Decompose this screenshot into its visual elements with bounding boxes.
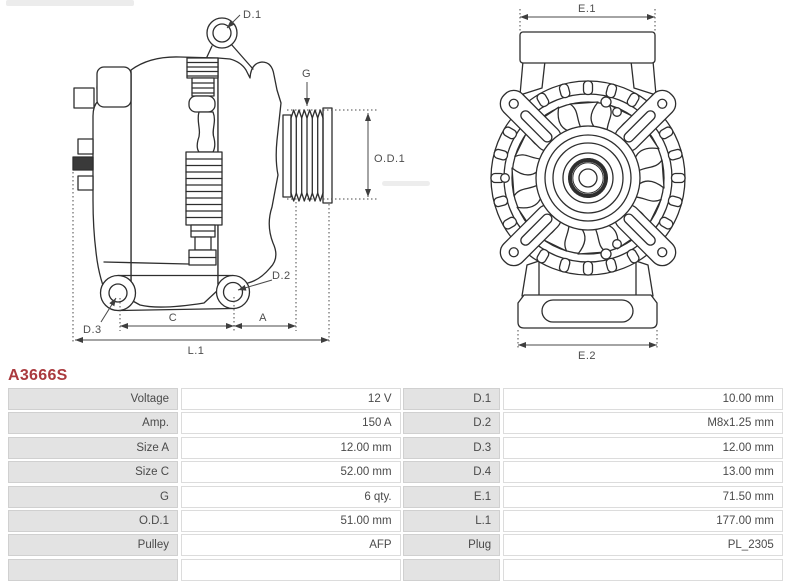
dim-label-e1: E.1: [578, 3, 596, 15]
spec-label-cell: Amp.: [8, 412, 178, 435]
leader-d2: [237, 279, 273, 291]
spec-label-cell: Size C: [8, 461, 178, 484]
spec-value-cell: 12.00 mm: [502, 436, 783, 459]
spec-value-cell: 13.00 mm: [502, 461, 783, 484]
shaft-hub: [535, 125, 641, 231]
dim-label-d1: D.1: [243, 9, 262, 21]
leader-d1: [226, 14, 241, 29]
spec-label-cell: E.1: [403, 485, 501, 508]
spec-label-cell: Pulley: [8, 534, 178, 557]
table-row: Pulley AFP Plug PL_2305: [8, 534, 783, 557]
spec-label-cell: L.1: [403, 509, 501, 532]
spec-value-cell: 150 A: [180, 412, 401, 435]
dim-label-g: G: [302, 68, 311, 80]
spec-label-cell: Plug: [403, 534, 501, 557]
spec-table: Voltage 12 V D.1 10.00 mm Amp. 150 A D.2…: [8, 388, 783, 583]
front-view-diagram: E.1 E.2: [490, 3, 686, 362]
terminal-lower: [77, 175, 94, 191]
spec-value-cell: PL_2305: [502, 534, 783, 557]
leader-d3: [100, 297, 117, 323]
vent-holes: [500, 96, 622, 260]
bracket-slot: [541, 299, 634, 323]
rear-top-boss: [96, 66, 132, 108]
terminal-block: [73, 87, 95, 109]
side-view-diagram: D.1 G O.D.1 D.2 D.3 C A L.1: [72, 9, 405, 357]
spec-label-cell: D.1: [403, 388, 501, 410]
table-row: O.D.1 51.00 mm L.1 177.00 mm: [8, 509, 783, 532]
spec-value-cell: [502, 558, 783, 581]
pulley: [282, 107, 333, 204]
dim-label-a: A: [259, 312, 267, 324]
spec-label-cell: [403, 558, 501, 581]
spec-label-cell: [8, 558, 178, 581]
spec-value-cell: 71.50 mm: [502, 485, 783, 508]
table-row: Voltage 12 V D.1 10.00 mm: [8, 388, 783, 410]
watermark-remnant: [6, 0, 134, 6]
spec-label-cell: D.4: [403, 461, 501, 484]
dim-label-l1: L.1: [188, 345, 205, 357]
spec-label-cell: O.D.1: [8, 509, 178, 532]
front-bracket: [217, 57, 282, 285]
spec-value-cell: 12.00 mm: [180, 436, 401, 459]
bottom-bracket: [517, 260, 658, 329]
spec-value-cell: 177.00 mm: [502, 509, 783, 532]
connector-plug-dark: [72, 156, 94, 171]
spec-label-cell: G: [8, 485, 178, 508]
spec-value-cell: 52.00 mm: [180, 461, 401, 484]
table-row-clipped: [8, 558, 783, 581]
spec-value-cell: 51.00 mm: [180, 509, 401, 532]
spec-value-cell: M8x1.25 mm: [502, 412, 783, 435]
spec-label-cell: D.3: [403, 436, 501, 459]
terminal-small: [77, 138, 94, 155]
product-drawing-page: D.1 G O.D.1 D.2 D.3 C A L.1: [6, 0, 783, 581]
table-row: Amp. 150 A D.2 M8x1.25 mm: [8, 412, 783, 435]
spec-value-cell: 6 qty.: [180, 485, 401, 508]
part-number-title: A3666S: [8, 367, 68, 384]
spec-value-cell: AFP: [180, 534, 401, 557]
spec-value-cell: 12 V: [180, 388, 401, 410]
spec-label-cell: Size A: [8, 436, 178, 459]
mounting-lugs: [99, 261, 251, 312]
dim-label-d2: D.2: [272, 270, 291, 282]
spec-label-cell: D.2: [403, 412, 501, 435]
mounting-arms: [499, 89, 677, 267]
top-bracket: [519, 31, 657, 96]
table-row: Size A 12.00 mm D.3 12.00 mm: [8, 436, 783, 459]
spec-value-cell: [180, 558, 401, 581]
spec-label-cell: Voltage: [8, 388, 178, 410]
spec-value-cell: 10.00 mm: [502, 388, 783, 410]
dim-label-e2: E.2: [578, 350, 596, 362]
dim-label-d3: D.3: [83, 324, 102, 336]
dim-label-c: C: [169, 312, 177, 324]
table-row: G 6 qty. E.1 71.50 mm: [8, 485, 783, 508]
table-row: Size C 52.00 mm D.4 13.00 mm: [8, 461, 783, 484]
dim-label-od1: O.D.1: [374, 153, 405, 165]
stator-ribs: [185, 57, 223, 266]
watermark-smudge: [382, 181, 430, 186]
